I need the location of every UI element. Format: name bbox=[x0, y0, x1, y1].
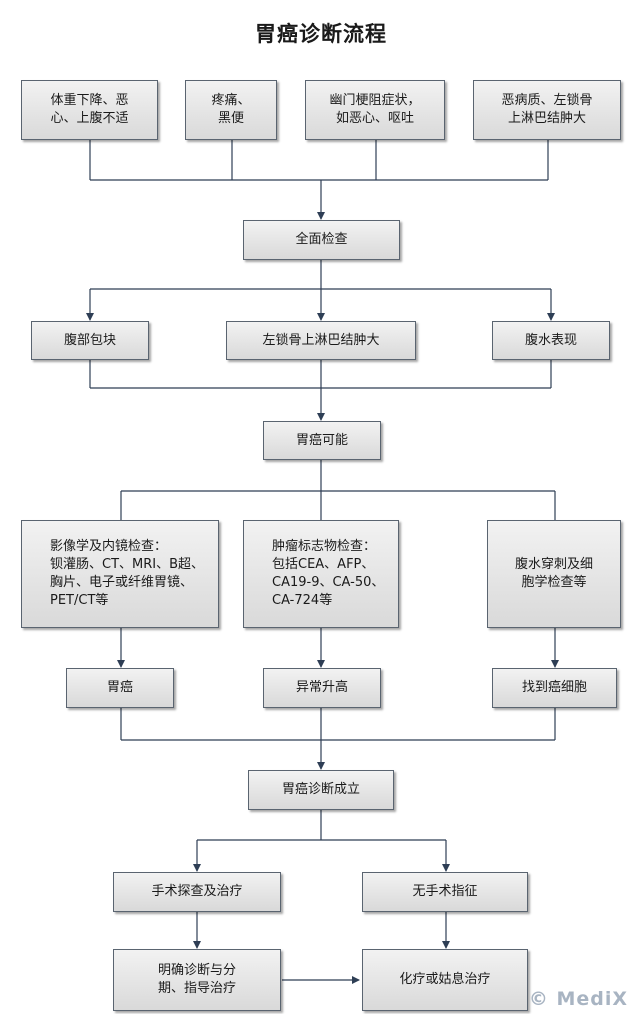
node-cachexia-lymph: 恶病质、左锁骨 上淋巴结肿大 bbox=[473, 80, 621, 140]
node-surgery: 手术探查及治疗 bbox=[113, 872, 281, 912]
node-full-exam: 全面检查 bbox=[243, 220, 400, 260]
node-label: 手术探查及治疗 bbox=[151, 884, 243, 899]
node-supraclavicular-lymph: 左锁骨上淋巴结肿大 bbox=[226, 321, 416, 360]
node-result-cancer-cells: 找到癌细胞 bbox=[492, 668, 617, 708]
node-no-surgery: 无手术指征 bbox=[362, 872, 528, 912]
node-label: 明确诊断与分 期、指导治疗 bbox=[157, 963, 236, 996]
node-label: 胃癌诊断成立 bbox=[281, 782, 360, 797]
node-label: 腹水表现 bbox=[524, 332, 577, 348]
node-label: 左锁骨上淋巴结肿大 bbox=[262, 332, 380, 348]
node-ascites: 腹水表现 bbox=[492, 321, 610, 360]
node-label: 异常升高 bbox=[295, 680, 348, 695]
node-ascites-cytology: 腹水穿刺及细 胞学检查等 bbox=[487, 520, 621, 628]
node-pyloric-obstruction: 幽门梗阻症状， 如恶心、呕吐 bbox=[305, 80, 445, 140]
node-label: 化疗或姑息治疗 bbox=[399, 972, 491, 987]
node-weight-loss-nausea: 体重下降、恶 心、上腹不适 bbox=[21, 80, 158, 140]
node-result-gastric-cancer: 胃癌 bbox=[66, 668, 174, 708]
node-abdominal-mass: 腹部包块 bbox=[31, 321, 149, 360]
node-possible-cancer: 胃癌可能 bbox=[263, 421, 381, 460]
node-label: 全面检查 bbox=[295, 232, 348, 247]
node-imaging-endoscopy: 影像学及内镜检查： 钡灌肠、CT、MRI、B超、 胸片、电子或纤维胃镜、 PET… bbox=[21, 520, 219, 628]
node-label: 胃癌 bbox=[106, 680, 133, 695]
node-label: 影像学及内镜检查： 钡灌肠、CT、MRI、B超、 胸片、电子或纤维胃镜、 PET… bbox=[50, 539, 205, 608]
node-tumor-markers: 肿瘤标志物检查： 包括CEA、AFP、 CA19-9、CA-50、 CA-724… bbox=[243, 520, 399, 628]
watermark-logo: © MediX bbox=[528, 988, 628, 1010]
node-label: 找到癌细胞 bbox=[521, 680, 587, 695]
node-staging-guidance: 明确诊断与分 期、指导治疗 bbox=[113, 949, 281, 1011]
node-label: 体重下降、恶 心、上腹不适 bbox=[50, 93, 129, 126]
node-result-abnormal-rise: 异常升高 bbox=[263, 668, 381, 708]
node-label: 肿瘤标志物检查： 包括CEA、AFP、 CA19-9、CA-50、 CA-724… bbox=[272, 539, 385, 608]
node-diagnosis-confirmed: 胃癌诊断成立 bbox=[248, 770, 394, 810]
node-label: 腹部包块 bbox=[63, 332, 116, 348]
node-pain-melena: 疼痛、 黑便 bbox=[185, 80, 277, 140]
diagram-title: 胃癌诊断流程 bbox=[255, 22, 387, 46]
node-label: 恶病质、左锁骨 上淋巴结肿大 bbox=[501, 93, 593, 126]
node-label: 腹水穿刺及细 胞学检查等 bbox=[514, 557, 593, 590]
node-label: 胃癌可能 bbox=[295, 432, 348, 448]
node-label: 无手术指征 bbox=[412, 884, 478, 899]
node-chemo-palliative: 化疗或姑息治疗 bbox=[362, 949, 528, 1011]
node-label: 幽门梗阻症状， 如恶心、呕吐 bbox=[329, 93, 421, 126]
node-label: 疼痛、 黑便 bbox=[211, 93, 251, 126]
